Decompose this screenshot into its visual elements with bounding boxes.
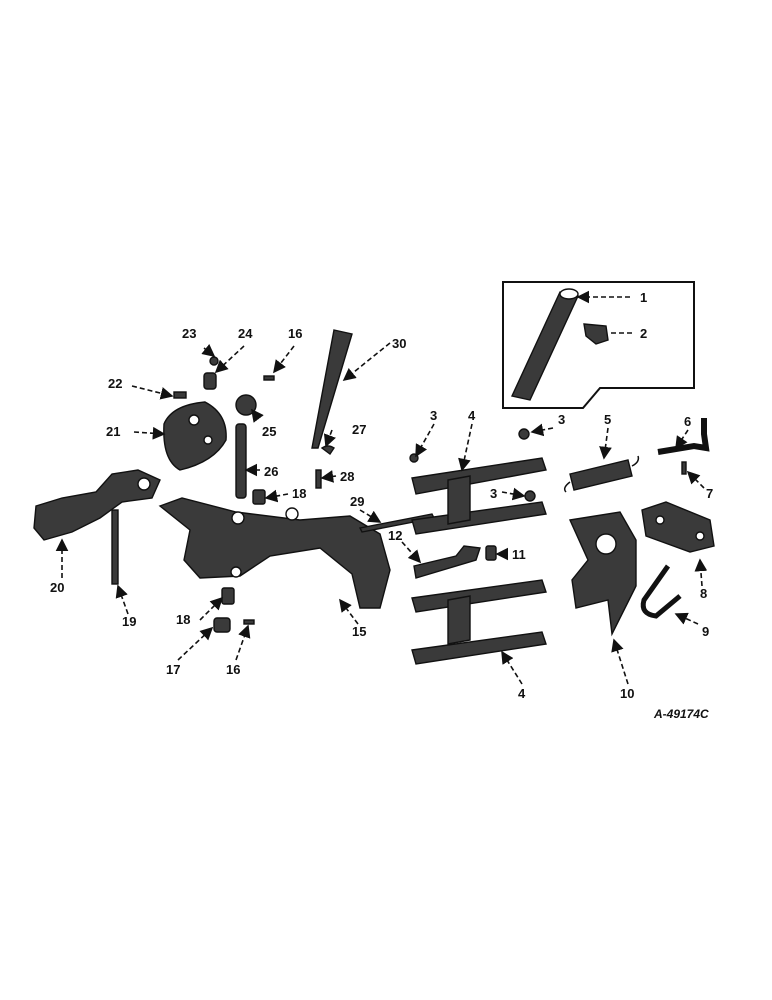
callout-20: 20 [50, 580, 64, 595]
part-5-spring [563, 455, 640, 493]
part-8-plate [641, 501, 715, 553]
callout-28: 28 [340, 469, 354, 484]
part-15-frame [158, 497, 391, 609]
part-25-pinion [235, 394, 257, 416]
callout-11: 11 [512, 547, 526, 562]
part-22-key [173, 391, 187, 399]
callout-4: 4 [518, 686, 526, 701]
callout-25: 25 [262, 424, 276, 439]
part-3-nut-b [518, 428, 530, 440]
callout-16: 16 [226, 662, 240, 677]
callout-7: 7 [706, 486, 713, 501]
part-18-bushing-lower [221, 587, 235, 605]
callout-22: 22 [108, 376, 122, 391]
part-4-bracket-lower [411, 579, 547, 665]
part-16-pin-upper [263, 375, 275, 381]
part-10-casting [568, 511, 637, 637]
part-24-collar [203, 372, 217, 390]
callout-27: 27 [352, 422, 366, 437]
callout-17: 17 [166, 662, 180, 677]
part-30-tooth [311, 329, 353, 449]
part-27-pin [320, 445, 335, 456]
part-19-rod [111, 509, 119, 585]
callout-3: 3 [430, 408, 437, 423]
part-2-clamp [583, 323, 609, 345]
callout-9: 9 [702, 624, 709, 639]
part-17-collar [213, 617, 231, 633]
callout-18: 18 [292, 486, 306, 501]
drawing-reference: A-49174C [653, 707, 709, 721]
callout-26: 26 [264, 464, 278, 479]
callout-18: 18 [176, 612, 190, 627]
callout-4: 4 [468, 408, 476, 423]
part-3-nut-c [524, 490, 536, 502]
callout-6: 6 [684, 414, 691, 429]
callout-2: 2 [640, 326, 647, 341]
part-7-pin [681, 461, 687, 475]
callout-15: 15 [352, 624, 366, 639]
part-1-tube [511, 288, 579, 401]
leader-lines [55, 290, 708, 685]
part-21-gear [163, 401, 227, 471]
callout-3: 3 [558, 412, 565, 427]
part-26-shaft [235, 423, 247, 499]
callout-5: 5 [604, 412, 611, 427]
part-9-u-bolt [640, 564, 682, 619]
part-18-bushing-upper [252, 489, 266, 505]
part-16-pin-lower [243, 619, 255, 625]
callout-16: 16 [288, 326, 302, 341]
callout-30: 30 [392, 336, 406, 351]
callout-1: 1 [640, 290, 647, 305]
callout-23: 23 [182, 326, 196, 341]
callout-29: 29 [350, 494, 364, 509]
callout-3: 3 [490, 486, 497, 501]
callout-21: 21 [106, 424, 120, 439]
callout-12: 12 [388, 528, 402, 543]
part-11-bushing [485, 545, 497, 561]
callout-8: 8 [700, 586, 707, 601]
callout-labels: 1 2 3 4 3 5 6 7 3 11 12 4 10 9 8 30 23 2… [50, 290, 713, 721]
part-12-lever [413, 545, 481, 579]
callout-10: 10 [620, 686, 634, 701]
part-23-screw [209, 356, 219, 366]
part-20-arm [33, 469, 161, 541]
inset-box [502, 281, 695, 409]
part-28-pin [315, 469, 322, 489]
callout-24: 24 [238, 326, 253, 341]
part-4-bracket-upper [411, 457, 547, 535]
callout-19: 19 [122, 614, 136, 629]
part-6-rod [657, 418, 710, 455]
